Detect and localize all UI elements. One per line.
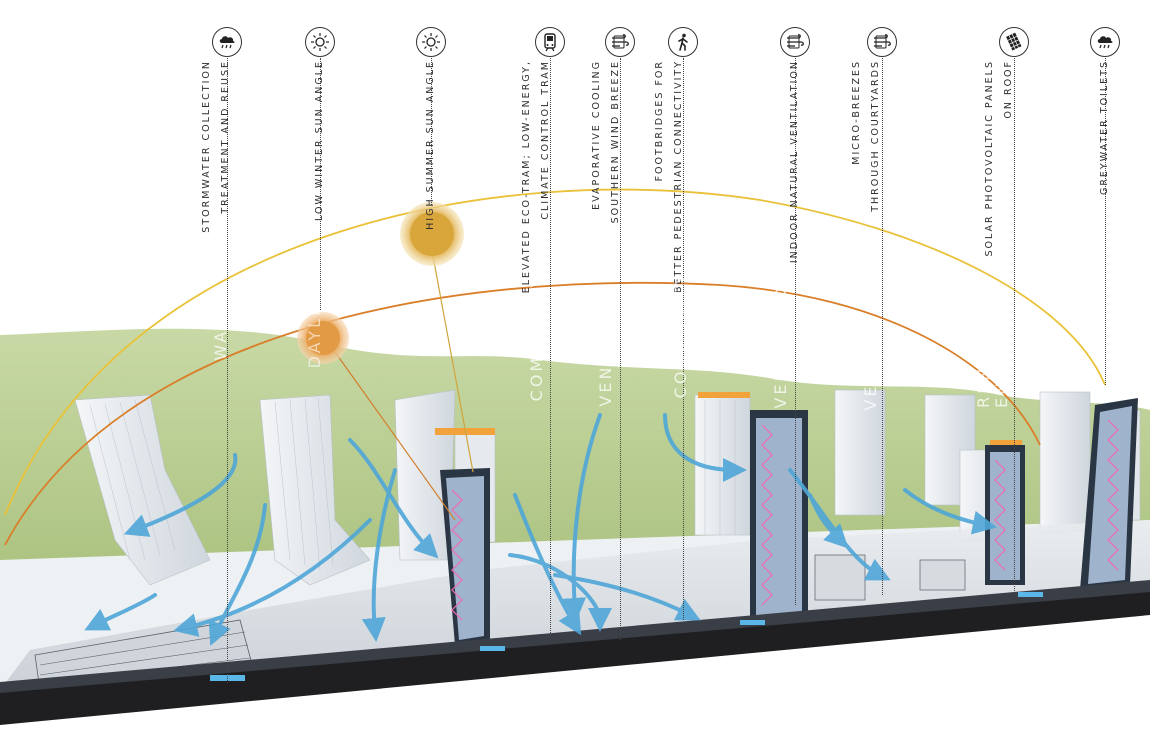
sun-icon — [416, 27, 446, 57]
leader-line-evaporative — [620, 58, 621, 640]
callout-label-indoor-vent: INDOOR NATURAL VENTILATION — [789, 60, 800, 264]
callout-label-eco-tram: CLIMATE CONTROL TRAM — [540, 60, 551, 220]
callout-label-summer-sun: HIGH SUMMER SUN ANGLE — [425, 60, 436, 230]
callout-label-footbridges: BETTER PEDESTRIAN CONNECTIVITY — [673, 60, 684, 293]
leader-line-indoor-vent — [795, 58, 796, 605]
cloud-rain-icon — [1090, 27, 1120, 57]
callout-label-stormwater: TREATMENT AND REUSE — [220, 60, 231, 214]
callout-label-solar-pv: ON ROOF — [1003, 60, 1014, 119]
callout-label-solar-pv: SOLAR PHOTOVOLTAIC PANELS — [984, 60, 995, 257]
callout-label-micro-breezes: THROUGH COURTYARDS — [870, 60, 881, 212]
watermark-water-2: WATER — [1089, 290, 1108, 361]
leader-line-summer-sun — [431, 58, 432, 205]
leader-line-solar-pv — [1014, 58, 1015, 595]
leader-line-micro-breezes — [882, 58, 883, 595]
winter-sun-path — [4, 281, 1041, 546]
leader-line-stormwater — [227, 58, 228, 683]
callout-label-evaporative: SOUTHERN WIND BREEZE — [610, 60, 621, 224]
callout-label-eco-tram: ELEVATED ECO-TRAM; LOW-ENERGY, — [521, 60, 532, 294]
callout-label-stormwater: STORMWATER COLLECTION — [201, 60, 212, 233]
watermark-ventilation-2: VENTILATION — [771, 270, 790, 409]
ground-section — [0, 590, 1150, 725]
callout-label-greywater: GREYWATER TOILETS — [1099, 60, 1110, 196]
cloud-rain-icon — [212, 27, 242, 57]
callout-label-winter-sun: LOW WINTER SUN ANGLE — [314, 60, 325, 221]
summer-sun-path — [4, 188, 1106, 516]
section-tower-2 — [750, 410, 808, 622]
leader-line-greywater — [1105, 58, 1106, 385]
watermark-ventilation-1: VENTILATION — [596, 268, 615, 407]
callout-label-footbridges: FOOTBRIDGES FOR — [654, 60, 665, 182]
leader-line-winter-sun — [320, 58, 321, 310]
watermark-community-1: COMMUNITY — [527, 275, 546, 402]
callout-label-evaporative: EVAPORATIVE COOLING — [591, 60, 602, 210]
wind-icon — [867, 27, 897, 57]
section-tower-3 — [985, 445, 1025, 585]
watermark-water-1: WATER — [211, 290, 230, 361]
leader-line-footbridges — [683, 58, 684, 620]
pedestrian-icon — [668, 27, 698, 57]
callout-label-micro-breezes: MICRO-BREEZES — [851, 60, 862, 165]
tram-icon — [535, 27, 565, 57]
wind-icon — [605, 27, 635, 57]
sun-icon — [305, 27, 335, 57]
wind-icon — [780, 27, 810, 57]
watermark-ventilation-3: VENTILATION — [861, 272, 880, 411]
airflow-arrows — [84, 413, 997, 647]
section-tower-1 — [440, 468, 490, 645]
watermark-daylight: DAYLIGHT — [305, 265, 324, 369]
section-tower-4 — [1080, 398, 1138, 590]
solar-panel-icon — [999, 27, 1029, 57]
watermark-renewable-energy: RENEWABLE ENERGY — [974, 281, 1011, 408]
watermark-community-2: COMMUNITY — [671, 272, 690, 399]
leader-line-eco-tram — [550, 58, 551, 635]
